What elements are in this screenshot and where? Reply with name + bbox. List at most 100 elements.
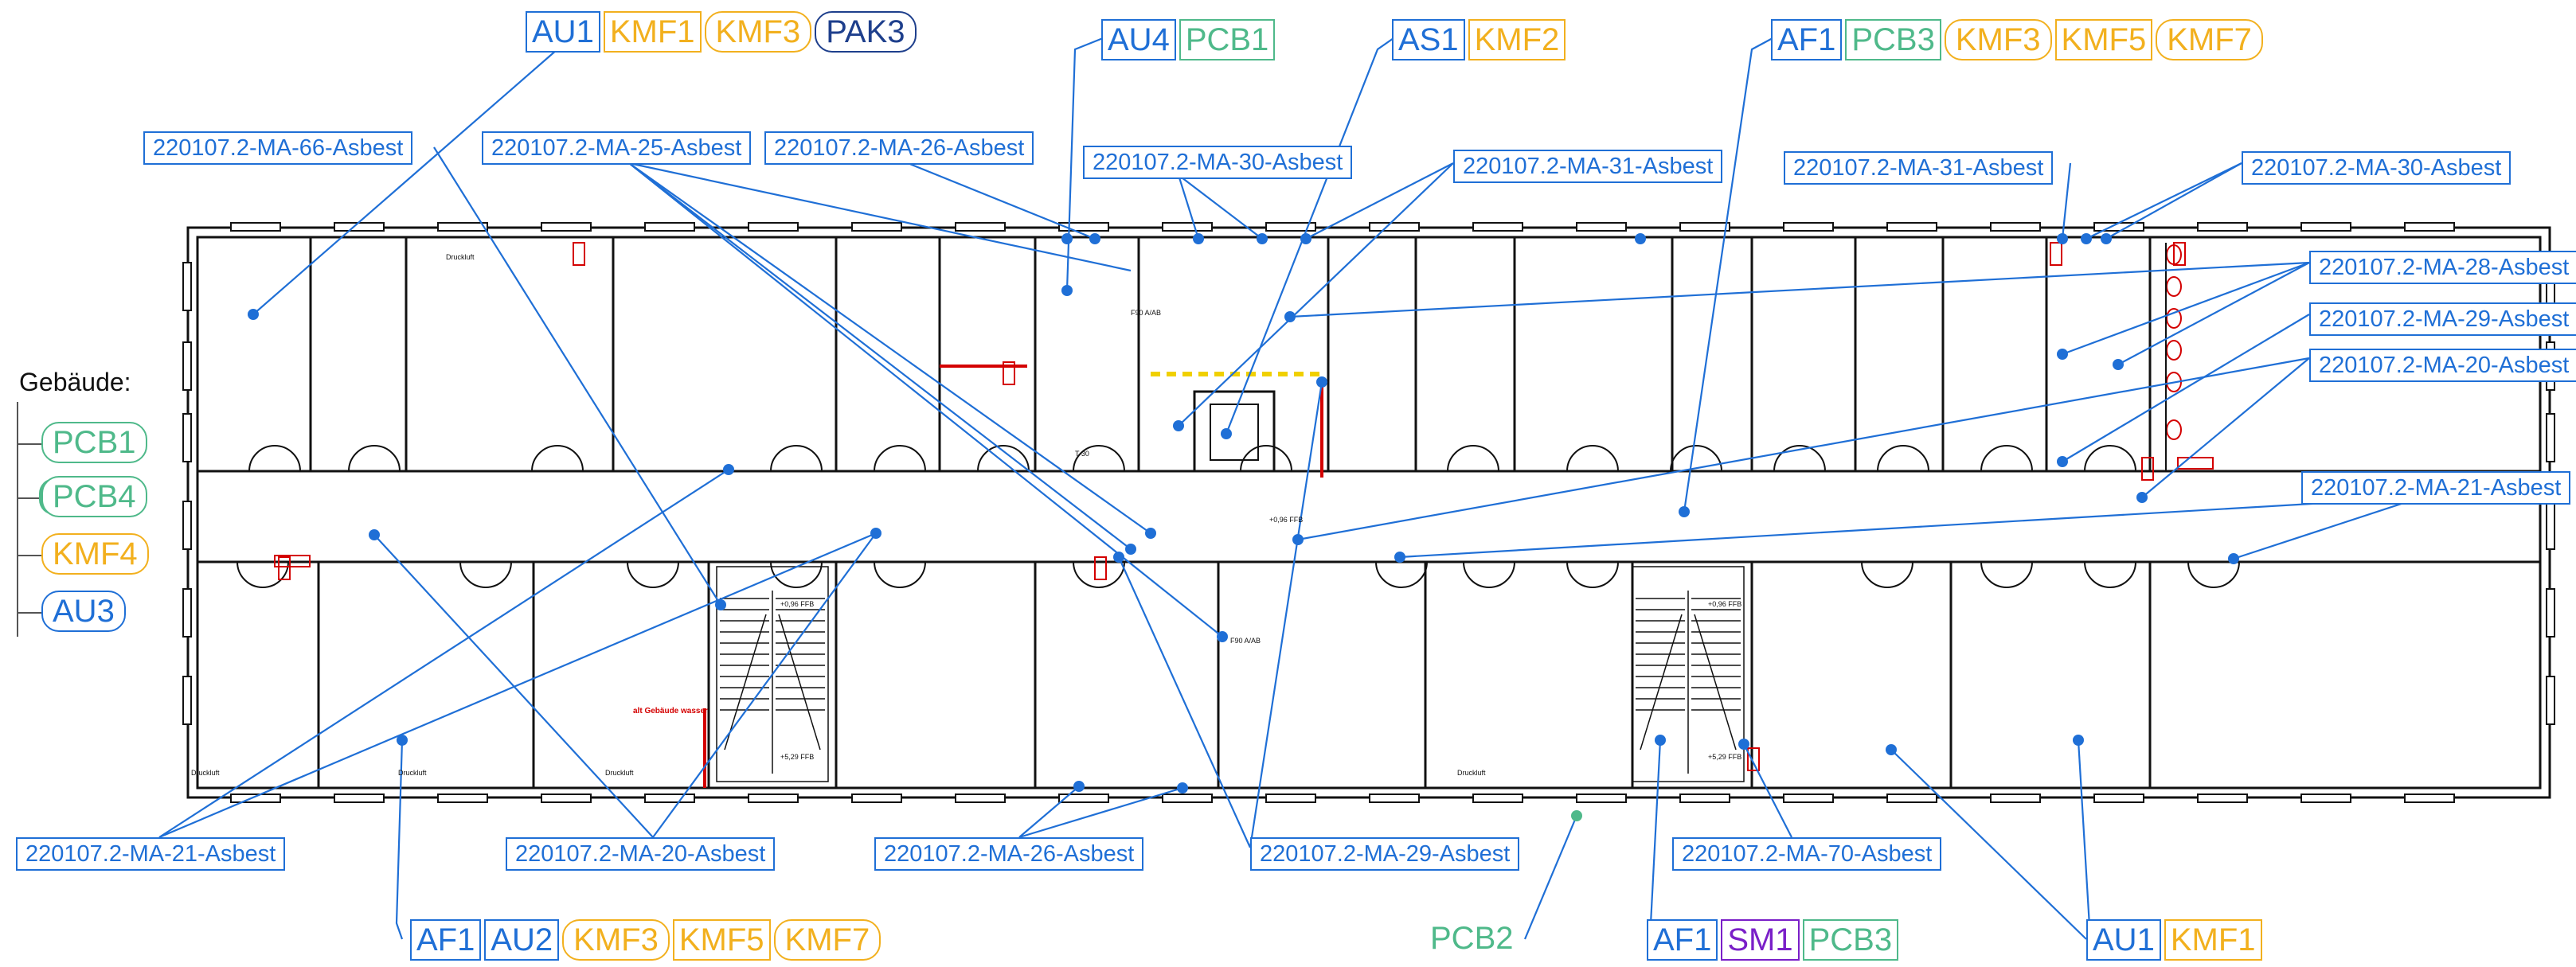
window bbox=[644, 793, 695, 803]
window bbox=[748, 793, 799, 803]
room-label-druckluft: Druckluft bbox=[191, 769, 220, 777]
leader-line bbox=[1289, 261, 2310, 318]
window bbox=[230, 793, 281, 803]
sample-point bbox=[2081, 233, 2092, 244]
sample-point bbox=[715, 599, 726, 610]
leader-line bbox=[1065, 37, 1104, 291]
sample-point bbox=[2101, 233, 2112, 244]
leader-line bbox=[1225, 37, 1394, 435]
window bbox=[182, 413, 192, 462]
room-label-druckluft: Druckluft bbox=[605, 769, 634, 777]
sample-label: 220107.2-MA-30-Asbest bbox=[1083, 146, 1353, 179]
door-swing bbox=[1240, 445, 1292, 472]
window bbox=[2546, 413, 2555, 462]
door-swing bbox=[1073, 445, 1125, 472]
tag-group-bot2: PCB2 bbox=[1425, 919, 1519, 957]
fire-extinguisher bbox=[2141, 457, 2154, 481]
door-swing bbox=[1877, 445, 1929, 472]
windows bbox=[182, 222, 2555, 803]
window bbox=[2197, 222, 2248, 232]
finding-tag-pcb1: PCB1 bbox=[41, 422, 147, 463]
sample-point bbox=[1061, 233, 1073, 244]
level-label: +0,96 FFB bbox=[780, 600, 815, 608]
legend-title: Gebäude: bbox=[19, 368, 131, 396]
sample-point bbox=[1679, 506, 1690, 517]
sample-point bbox=[1061, 285, 1073, 296]
finding-tag-pcb2: PCB2 bbox=[1425, 919, 1519, 957]
wc-fixture bbox=[2166, 419, 2182, 440]
finding-tag-au1: AU1 bbox=[2086, 919, 2161, 961]
finding-tag-au4: AU4 bbox=[1101, 19, 1176, 60]
window bbox=[437, 222, 488, 232]
window bbox=[1990, 222, 2041, 232]
room-label-druckluft: Druckluft bbox=[398, 769, 427, 777]
window bbox=[2300, 222, 2351, 232]
fire-rating-label: F90 A/AB bbox=[1131, 309, 1162, 317]
window bbox=[1576, 793, 1627, 803]
sample-point bbox=[2113, 359, 2124, 370]
sample-label: 220107.2-MA-29-Asbest bbox=[2309, 302, 2576, 336]
door-swings bbox=[236, 445, 2240, 588]
door-swing bbox=[1375, 561, 1428, 588]
plan-details bbox=[17, 242, 2214, 788]
sample-point bbox=[1073, 781, 1085, 792]
sample-point bbox=[2136, 492, 2148, 503]
window bbox=[1369, 222, 1420, 232]
window bbox=[2546, 588, 2555, 638]
sample-point bbox=[1300, 233, 1311, 244]
door-swing bbox=[977, 445, 1030, 472]
fire-door-marker bbox=[2177, 457, 2214, 470]
sample-point bbox=[870, 528, 881, 539]
door-swing bbox=[2187, 561, 2240, 588]
door-swing bbox=[2084, 561, 2136, 588]
door-swing bbox=[348, 445, 401, 472]
stair-outline bbox=[716, 566, 829, 782]
window bbox=[541, 793, 592, 803]
door-swing bbox=[1566, 445, 1619, 472]
sample-label: 220107.2-MA-31-Asbest bbox=[1784, 151, 2054, 185]
sample-label: 220107.2-MA-25-Asbest bbox=[482, 131, 752, 165]
leader-line bbox=[1399, 496, 2422, 559]
sample-point bbox=[1173, 420, 1184, 431]
window bbox=[2197, 793, 2248, 803]
door-swing bbox=[236, 561, 289, 588]
sample-label: 220107.2-MA-70-Asbest bbox=[1672, 837, 1942, 871]
leader-line bbox=[433, 146, 721, 606]
door-swing bbox=[770, 561, 823, 588]
finding-tag-pcb3: PCB3 bbox=[1802, 919, 1899, 961]
fire-extinguisher bbox=[2050, 242, 2062, 266]
window bbox=[1472, 793, 1523, 803]
finding-tag-as1: AS1 bbox=[1392, 19, 1465, 60]
leader-line bbox=[1249, 381, 1323, 848]
sample-point-pcb bbox=[1571, 810, 1582, 821]
finding-tag-af1: AF1 bbox=[410, 919, 482, 961]
window bbox=[2404, 793, 2455, 803]
door-swing bbox=[627, 561, 679, 588]
leader-line bbox=[2085, 162, 2242, 240]
finding-tag-sm1: SM1 bbox=[1721, 919, 1800, 961]
leader-line bbox=[1018, 786, 1183, 839]
sample-point bbox=[1193, 233, 1204, 244]
sample-label: 220107.2-MA-21-Asbest bbox=[16, 837, 286, 871]
sample-point bbox=[1217, 631, 1228, 642]
window bbox=[851, 222, 902, 232]
leader-lines bbox=[158, 37, 2422, 940]
window bbox=[182, 588, 192, 638]
finding-tag-kmf3: KMF3 bbox=[562, 919, 670, 961]
room-label-druckluft: Druckluft bbox=[1457, 769, 1486, 777]
window bbox=[1058, 222, 1109, 232]
sample-point bbox=[1113, 552, 1124, 563]
window bbox=[1679, 222, 1730, 232]
window bbox=[1472, 222, 1523, 232]
fire-extinguisher bbox=[278, 556, 291, 580]
finding-tag-au1: AU1 bbox=[526, 11, 600, 53]
leader-line bbox=[628, 162, 1132, 272]
window bbox=[1990, 793, 2041, 803]
level-label: +5,29 FFB bbox=[780, 753, 815, 761]
fire-door-marker bbox=[274, 555, 311, 567]
window bbox=[955, 793, 1006, 803]
door-swing bbox=[1773, 445, 1826, 472]
